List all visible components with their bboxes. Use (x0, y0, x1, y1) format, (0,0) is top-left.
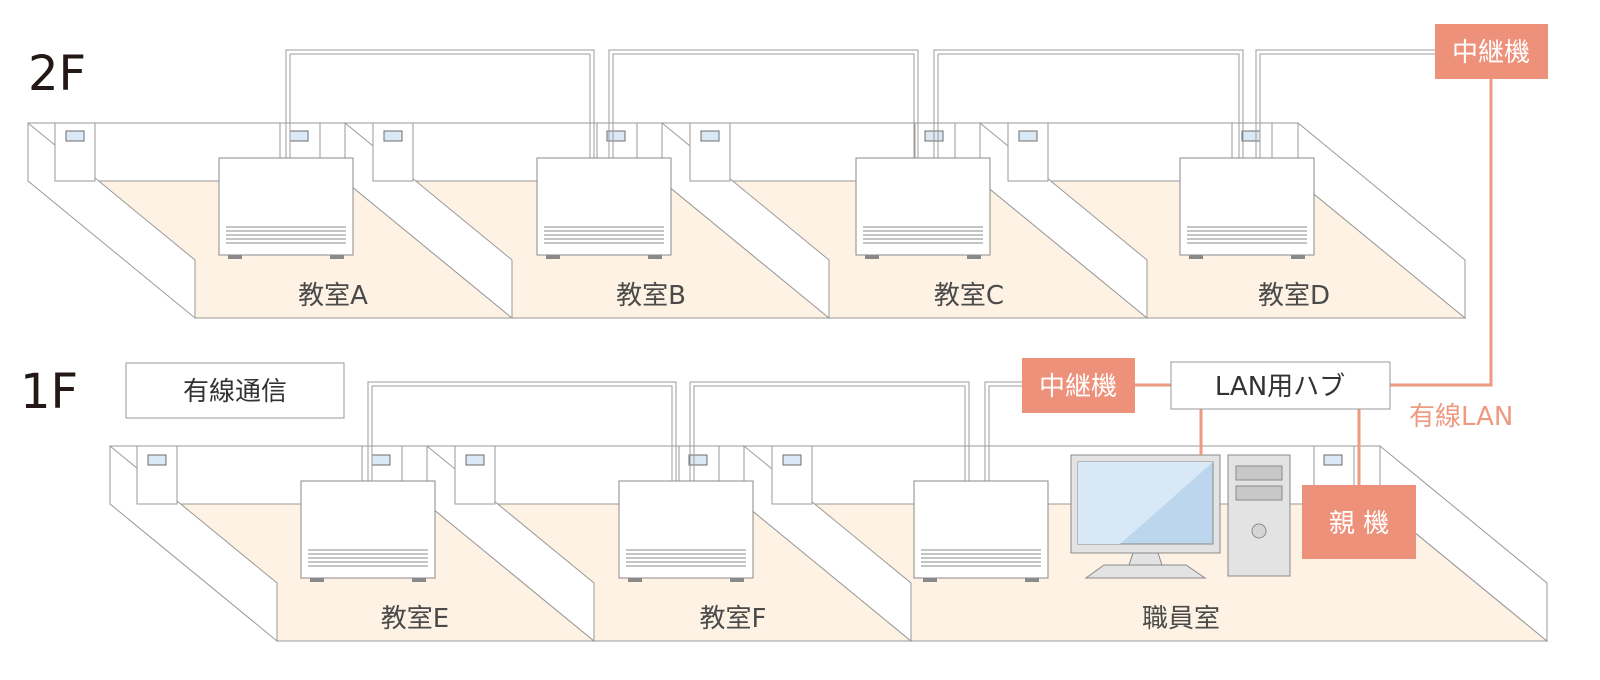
heater-unit (1179, 157, 1315, 259)
room-label-d: 教室D (1258, 281, 1330, 311)
cables-2f (285, 49, 1435, 158)
room-label-c: 教室C (934, 281, 1004, 311)
floor-label-2f: 2F (28, 46, 86, 102)
room-label-staff: 職員室 (1142, 604, 1220, 634)
room-label-f: 教室F (700, 604, 767, 634)
heater-unit (855, 157, 991, 259)
heater-unit (300, 480, 436, 582)
floor-2f: 教室A 教室B 教室C 教室D 2F (27, 46, 1467, 320)
repeater-1f-label: 中継機 (1039, 372, 1117, 402)
heater-unit (913, 480, 1049, 582)
floor-label-1f: 1F (20, 364, 78, 420)
wired-lan-label: 有線LAN (1409, 402, 1513, 432)
heater-unit (218, 157, 354, 259)
heater-unit (618, 480, 754, 582)
base-unit: 親 機 (1302, 485, 1416, 559)
pc-tower-icon (1227, 454, 1291, 577)
lan-hub-label: LAN用ハブ (1215, 372, 1345, 402)
cables-1f (367, 381, 1022, 481)
repeater-2f: 中継機 (1435, 24, 1548, 79)
legend-wired-comm-label: 有線通信 (183, 377, 287, 407)
lan-hub: LAN用ハブ (1170, 361, 1391, 410)
wired-lan-lines (1135, 79, 1493, 485)
repeater-2f-label: 中継機 (1452, 38, 1530, 68)
legend-wired-comm: 有線通信 (125, 362, 345, 419)
heater-unit (536, 157, 672, 259)
repeater-1f: 中継機 (1022, 358, 1135, 413)
partition-wall (1379, 444, 1548, 643)
room-label-a: 教室A (298, 281, 368, 311)
monitor-icon (1070, 454, 1221, 579)
room-label-e: 教室E (381, 604, 449, 634)
room-label-b: 教室B (616, 281, 686, 311)
base-unit-label: 親 機 (1329, 509, 1389, 539)
